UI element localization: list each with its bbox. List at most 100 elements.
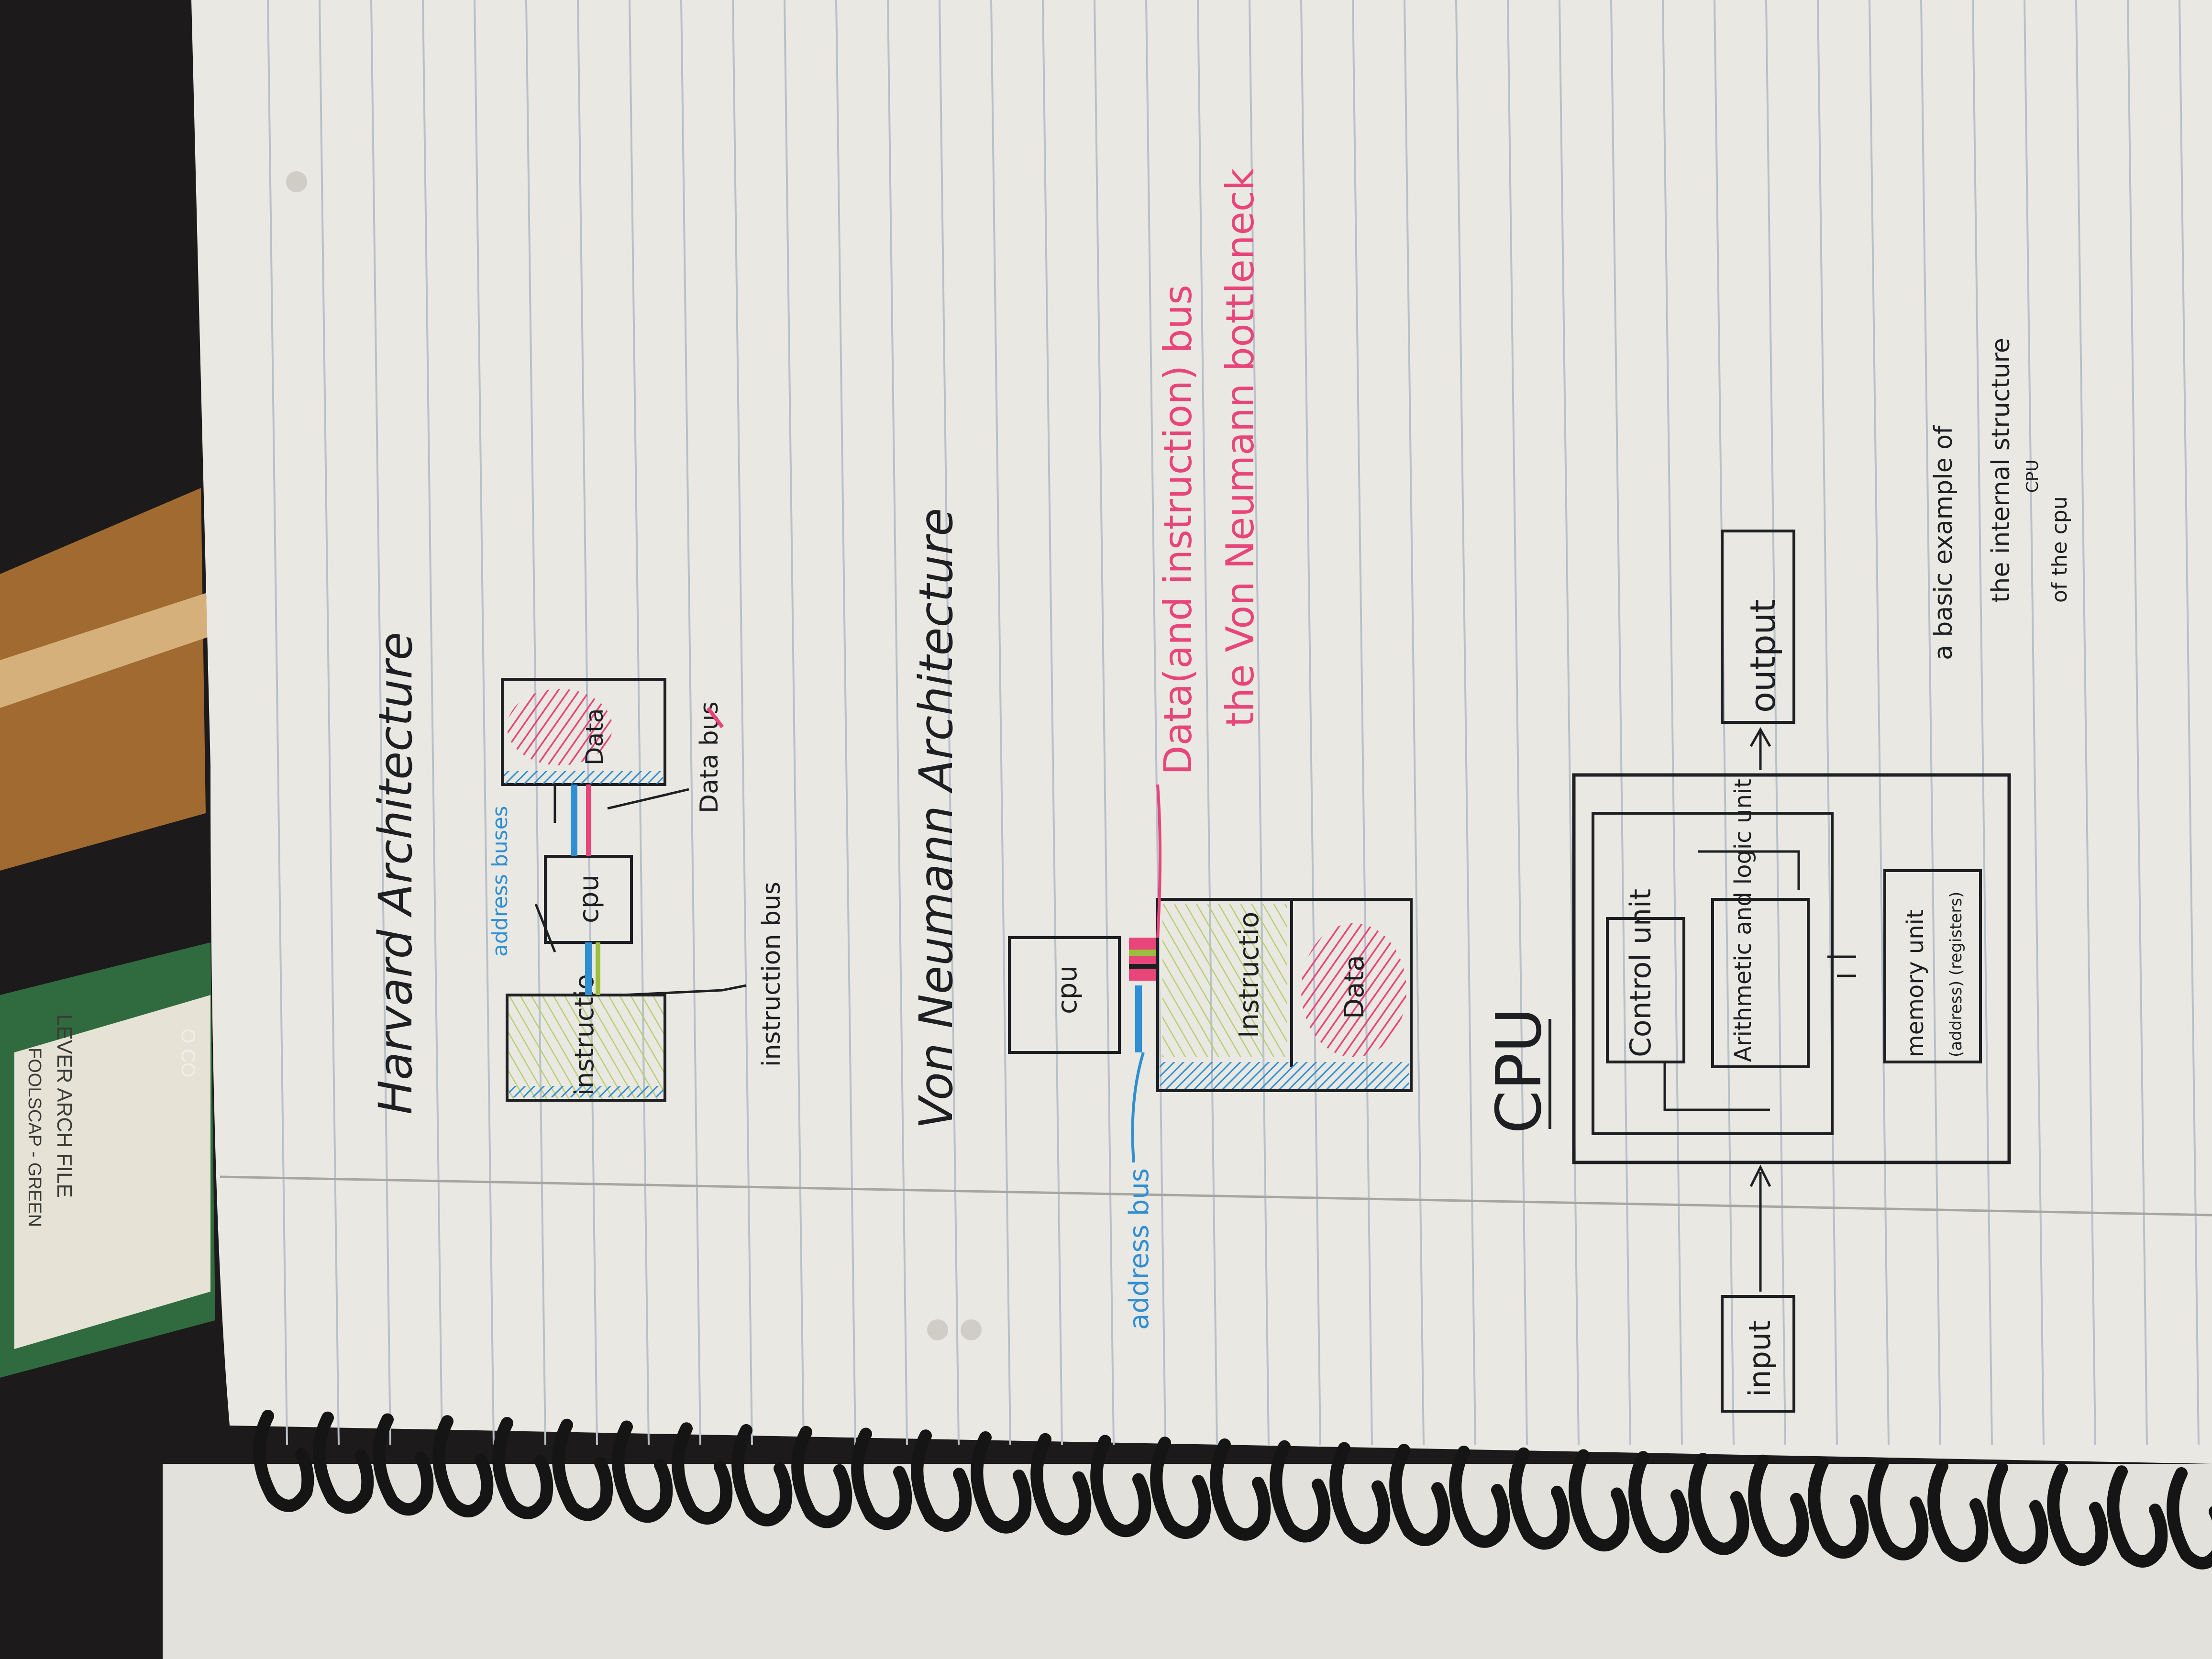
spiral-coil: [2107, 1465, 2168, 1568]
cpu-title: CPU: [1482, 1007, 1555, 1134]
vn-data-label: Data: [1339, 955, 1370, 1019]
vn-memory-box: Instructio Data: [1156, 898, 1413, 1092]
ruled-line: [1197, 0, 1218, 1445]
ruled-line: [474, 0, 495, 1445]
spiral-coil: [432, 1415, 494, 1517]
spiral-coil: [1150, 1437, 1211, 1539]
spiral-coil: [1569, 1449, 1630, 1552]
back-pages: [163, 1464, 2212, 1659]
vn-instruction-label: Instructio: [1234, 912, 1265, 1038]
harvard-instruction-box: instructio: [506, 974, 666, 1102]
ruled-line: [680, 0, 701, 1445]
ruled-line: [2127, 0, 2148, 1445]
ruled-line: [1094, 0, 1115, 1445]
harvard-instruction-bus-label: instruction bus: [757, 882, 786, 1067]
spiral-coil: [1748, 1454, 1809, 1557]
vn-cpu-box: cpu: [1008, 936, 1121, 1054]
spiral-coil: [1210, 1438, 1271, 1541]
folder-label-line2: FOOLSCAP - GREEN: [24, 1048, 44, 1227]
spiral-coil: [1927, 1460, 1989, 1562]
ruled-line: [629, 0, 650, 1445]
spiral-coil: [911, 1429, 972, 1532]
punch-holes: [286, 171, 982, 1340]
harvard-title: Harvard Architecture: [369, 632, 422, 1115]
spiral-coil: [731, 1424, 793, 1526]
ruled-line: [319, 0, 340, 1445]
cpu-caption: a basic example of the internal structur…: [1929, 338, 2072, 660]
harvard-instruction-label: instructio: [569, 974, 599, 1095]
spiral-coil: [1868, 1458, 1929, 1560]
caption-line1: a basic example of: [1929, 425, 1958, 660]
spiral-coil: [552, 1418, 613, 1521]
control-loop: [1663, 850, 1856, 1111]
ruled-line: [1507, 0, 1528, 1445]
harvard-address-arrow: [534, 904, 556, 952]
spiral-coil: [1270, 1440, 1331, 1543]
vn-data-bus-arrow: [1156, 784, 1161, 938]
harvard-data-label: Data: [581, 708, 608, 765]
harvard-data-bus-label: Data bus: [695, 701, 724, 813]
ruled-line: [939, 0, 960, 1445]
spiral-coil: [1030, 1433, 1092, 1536]
ruled-line: [1249, 0, 1270, 1445]
ruled-line: [835, 0, 856, 1445]
spiral-coil: [1329, 1442, 1391, 1545]
harvard-address-buses-label: address buses: [488, 806, 512, 957]
ruled-line: [784, 0, 805, 1445]
spiral-coil: [253, 1410, 314, 1512]
memory-unit-label: memory unit: [1902, 909, 1929, 1057]
alu-box: Arithmetic and logic unit: [1711, 779, 1810, 1068]
output-arrow: [1749, 727, 1771, 770]
wooden-stick-highlight: [0, 593, 210, 708]
ruled-line: [2179, 0, 2200, 1445]
ruled-line: [1869, 0, 1890, 1445]
ruled-line: [1455, 0, 1476, 1445]
spiral-coil: [1987, 1461, 2048, 1564]
caption-line2: the internal structure: [1987, 338, 2015, 603]
ruled-line: [732, 0, 753, 1445]
spiral-coil: [1389, 1444, 1450, 1546]
input-label: input: [1742, 1321, 1777, 1397]
spiral-binding: [253, 1410, 2212, 1570]
vn-bus-stripes: [1129, 938, 1158, 1052]
control-unit-label: Control unit: [1624, 889, 1658, 1057]
harvard-data-bus-highlight: [706, 707, 724, 729]
spiral-coil: [313, 1411, 374, 1514]
spiral-coil: [1090, 1435, 1151, 1537]
cpu-outer-box: [1572, 773, 2011, 1164]
harvard-data-bus-arrow: [607, 788, 689, 810]
harvard-section: Harvard Architecture instructio cpu Data: [369, 632, 786, 1115]
spiral-coil: [672, 1422, 733, 1525]
vn-bottleneck-label: the Von Neumann bottleneck: [1218, 168, 1262, 727]
ruled-line: [1920, 0, 1941, 1445]
spiral-coil: [2167, 1467, 2212, 1570]
vn-address-bus-arrow: [1131, 1052, 1145, 1163]
caption-line3: CPU: [2023, 460, 2042, 493]
spiral-coil: [1808, 1456, 1869, 1559]
folder-label-card: [14, 995, 210, 1349]
wooden-stick: [0, 488, 206, 871]
spiral-coil: [2047, 1463, 2108, 1566]
spiral-coil: [791, 1426, 852, 1528]
ruled-line: [2024, 0, 2045, 1445]
harvard-instruction-bus-arrow: [621, 984, 747, 996]
ruled-line: [1972, 0, 1993, 1445]
von-neumann-title: Von Neumann Architecture: [909, 508, 963, 1129]
ruled-line: [2075, 0, 2096, 1445]
ruled-line: [1817, 0, 1838, 1445]
ruled-line: [422, 0, 443, 1445]
page-margin-line: [220, 1175, 2212, 1217]
ruled-line: [887, 0, 908, 1445]
vn-cpu-label: cpu: [1052, 965, 1083, 1014]
memory-unit-box: memory unit (address) (registers): [1883, 869, 1982, 1063]
ruled-line: [1042, 0, 1063, 1445]
harvard-cpu-label: cpu: [574, 874, 605, 923]
spiral-coil: [851, 1427, 912, 1530]
spiral-coil: [1449, 1446, 1510, 1548]
folder-tab-text: O CO: [177, 1029, 199, 1077]
input-box: input: [1721, 1164, 1795, 1413]
spiral-coil: [1628, 1451, 1690, 1553]
output-box: output: [1721, 530, 1795, 770]
spiral-coil: [612, 1420, 673, 1523]
